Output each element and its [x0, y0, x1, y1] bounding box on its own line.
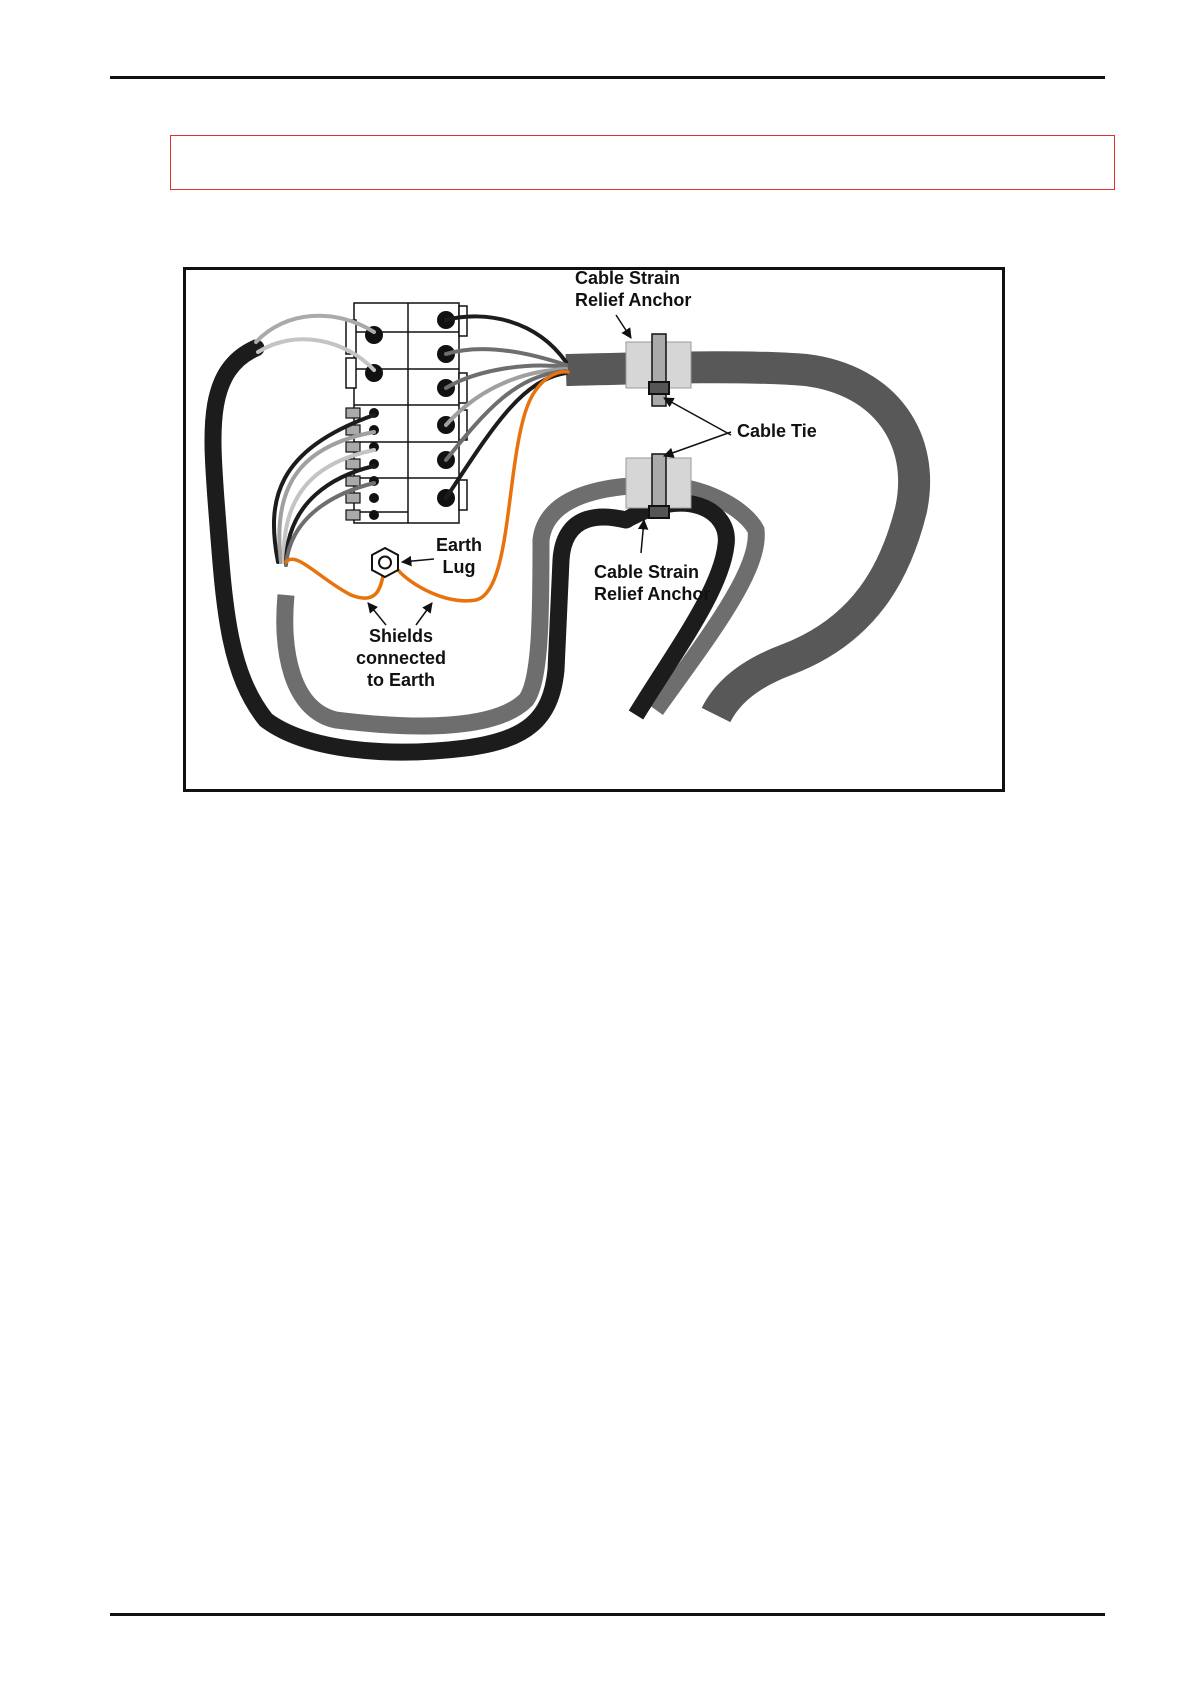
strain-relief-top-label: Cable Strain Relief Anchor [575, 267, 691, 311]
header-rule [110, 76, 1105, 79]
notice-box [170, 135, 1115, 190]
strain-relief-bottom-label: Cable Strain Relief Anchor [594, 561, 710, 605]
earth-lug-label: Earth Lug [436, 534, 482, 578]
wiring-diagram-drawing [186, 270, 1002, 789]
strain-relief-bottom [626, 454, 691, 518]
cable-tie-label: Cable Tie [737, 420, 817, 442]
wiring-diagram: Cable Strain Relief Anchor Cable Tie Ear… [183, 267, 1005, 792]
shields-label: Shields connected to Earth [356, 625, 446, 691]
earth-lug-icon [372, 548, 398, 577]
strain-relief-top [626, 334, 691, 406]
footer-rule [110, 1613, 1105, 1616]
